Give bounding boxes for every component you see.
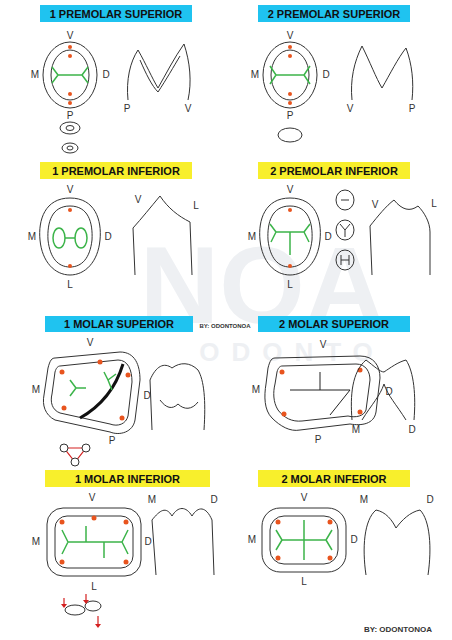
direction-letter: D [408, 425, 415, 435]
direction-letter: D [210, 495, 217, 505]
credit-text: BY: ODONTONOA [364, 626, 432, 634]
direction-letter: M [32, 537, 40, 547]
direction-letter: V [287, 185, 294, 195]
upper-first-molar [43, 352, 204, 466]
direction-letter: L [431, 199, 437, 209]
direction-letter: L [67, 280, 73, 290]
direction-letter: V [67, 185, 74, 195]
direction-letter: M [352, 425, 360, 435]
direction-letter: D [102, 70, 109, 80]
title-band: 1 MOLAR INFERIOR [45, 470, 210, 487]
direction-letter: D [324, 232, 331, 242]
direction-letter: M [248, 232, 256, 242]
direction-letter: V [320, 340, 327, 350]
direction-letter: P [67, 111, 74, 121]
direction-letter: M [148, 495, 156, 505]
direction-letter: D [350, 535, 357, 545]
direction-letter: D [143, 391, 150, 401]
direction-letter: M [251, 70, 259, 80]
lower-first-molar [47, 508, 214, 628]
direction-letter: D [385, 387, 392, 397]
watermark: ODONTO [199, 339, 385, 365]
upper-second-premolar [263, 42, 413, 142]
direction-letter: P [109, 436, 116, 446]
tooth-title: 1 MOLAR SUPERIOR [64, 318, 174, 330]
direction-letter: D [322, 70, 329, 80]
direction-letter: L [301, 577, 307, 587]
title-band: 2 PREMOLAR INFERIOR [258, 162, 410, 179]
title-band: 2 MOLAR SUPERIOR [258, 316, 410, 332]
tooth-title: 1 PREMOLAR INFERIOR [52, 165, 180, 177]
direction-letter: V [87, 338, 94, 348]
direction-letter: L [287, 280, 293, 290]
title-band: 1 MOLAR SUPERIOR [45, 316, 193, 332]
lower-second-molar [262, 508, 430, 575]
tooth-title: 2 MOLAR SUPERIOR [279, 318, 389, 330]
direction-letter: M [28, 232, 36, 242]
direction-letter: M [31, 70, 39, 80]
direction-letter: M [32, 385, 40, 395]
direction-letter: V [347, 104, 354, 114]
tooth-title: 1 MOLAR INFERIOR [75, 473, 180, 485]
direction-letter: D [426, 495, 433, 505]
tooth-title: 2 PREMOLAR INFERIOR [270, 165, 398, 177]
direction-letter: M [252, 385, 260, 395]
direction-letter: M [360, 495, 368, 505]
tooth-title: 2 PREMOLAR SUPERIOR [268, 8, 401, 20]
title-band: 2 MOLAR INFERIOR [258, 470, 410, 487]
title-band: 1 PREMOLAR INFERIOR [40, 162, 192, 179]
direction-letter: V [67, 31, 74, 41]
lower-second-premolar [260, 190, 430, 275]
direction-letter: V [185, 104, 192, 114]
direction-letter: V [287, 31, 294, 41]
direction-letter: V [135, 195, 142, 205]
direction-letter: D [104, 232, 111, 242]
upper-second-molar [265, 356, 415, 430]
title-band: 2 PREMOLAR SUPERIOR [258, 5, 410, 22]
direction-letter: P [287, 111, 294, 121]
direction-letter: D [144, 537, 151, 547]
direction-letter: L [193, 201, 199, 211]
tooth-title: 2 MOLAR INFERIOR [281, 473, 386, 485]
direction-letter: V [301, 493, 308, 503]
credit-text: BY: ODONTONOA [199, 323, 250, 329]
upper-first-premolar [43, 42, 190, 153]
lower-first-premolar [40, 196, 192, 275]
direction-letter: M [248, 535, 256, 545]
tooth-title: 1 PREMOLAR SUPERIOR [50, 8, 183, 20]
direction-letter: P [409, 104, 416, 114]
title-band: 1 PREMOLAR SUPERIOR [40, 5, 192, 22]
direction-letter: V [89, 493, 96, 503]
direction-letter: P [124, 104, 131, 114]
direction-letter: L [91, 582, 97, 592]
direction-letter: V [372, 200, 379, 210]
direction-letter: P [315, 435, 322, 445]
